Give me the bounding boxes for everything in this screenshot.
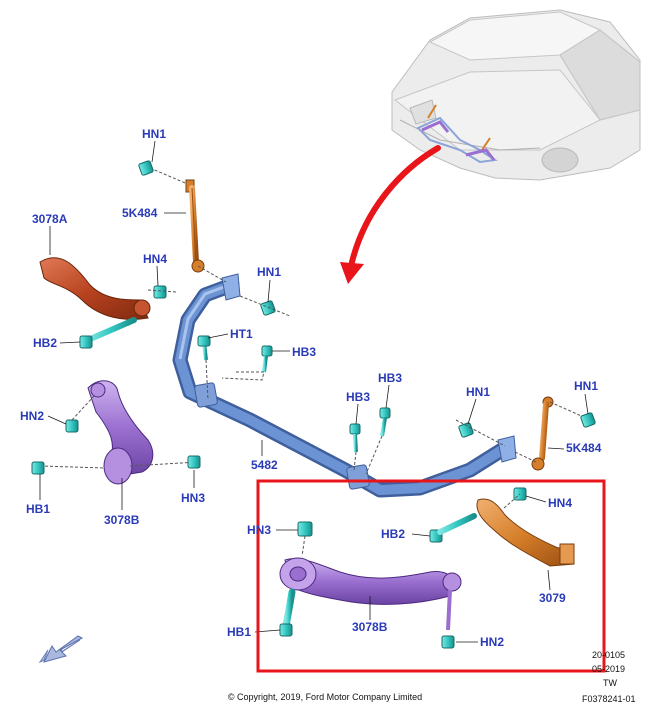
callout-3078a: 3078A	[32, 212, 68, 226]
stabilizer-link-right	[514, 396, 587, 471]
callout-5482: 5482	[251, 458, 278, 472]
highlight-box	[256, 479, 606, 673]
callout-hb2-right: HB2	[381, 527, 406, 541]
callout-hn1-right-a: HN1	[466, 385, 491, 399]
callout-hb3-mid: HB3	[346, 390, 371, 404]
upper-arm-3079	[476, 498, 575, 567]
callout-hb2-left: HB2	[33, 336, 58, 350]
red-pointer-arrow	[340, 145, 441, 284]
fastener-nut-hn2-box	[441, 635, 455, 649]
copyright-notice: © Copyright, 2019, Ford Motor Company Li…	[227, 692, 423, 702]
upper-arm-3078a	[39, 257, 151, 320]
callout-3079: 3079	[539, 591, 566, 605]
leader-lines	[39, 140, 589, 643]
fastener-nut-hn2-left	[65, 395, 95, 433]
fastener-nut-hn1-top	[138, 160, 154, 176]
callout-hn3-left: HN3	[181, 491, 206, 505]
fastener-nut-hn3-left	[187, 455, 201, 469]
callout-hb3-right: HB3	[378, 371, 403, 385]
fastener-bolt-hb2-right	[429, 513, 477, 543]
callout-hn1-top: HN1	[142, 127, 167, 141]
fastener-bolt-hb1-left	[31, 461, 100, 475]
callout-5k484-left: 5K484	[122, 206, 158, 220]
doc-code-line1: 20-0105	[592, 650, 626, 660]
stabilizer-bar	[172, 273, 517, 498]
fastener-bolt-hb1-box	[279, 588, 296, 637]
fastener-nut-hn4-left	[147, 285, 177, 299]
fastener-ht1	[197, 335, 211, 401]
callout-hn4-right: HN4	[548, 496, 573, 510]
callout-hn1-right-b: HN1	[574, 379, 599, 393]
callout-hn2-box: HN2	[480, 635, 505, 649]
fastener-nut-hn1-right-a	[455, 419, 506, 447]
callout-hn4-left: HN4	[143, 252, 168, 266]
fastener-bolt-hb3-mid	[349, 423, 361, 471]
fastener-bolt-hb3-right	[365, 407, 391, 475]
callout-ht1: HT1	[230, 327, 253, 341]
lower-arm-3078b-box	[279, 557, 462, 631]
fastener-bolt-hb3-left	[221, 345, 273, 381]
callout-hb1-box: HB1	[227, 625, 252, 639]
fastener-nut-hn3-box	[297, 521, 313, 557]
fastener-bolt-hb2-left	[79, 317, 137, 349]
callout-3078b-box: 3078B	[352, 620, 388, 634]
fastener-nut-hn4-right	[503, 487, 527, 509]
figure-id: F0378241-01	[582, 694, 636, 704]
arrow-down-left-icon	[38, 635, 84, 664]
callout-5k484-right: 5K484	[566, 441, 602, 455]
stabilizer-link-left	[149, 167, 227, 283]
fastener-nut-hn1-right-b	[580, 412, 596, 428]
callout-hn1-mid: HN1	[257, 265, 282, 279]
doc-code-line2: 05-2019	[592, 664, 626, 674]
vehicle-illustration	[391, 9, 641, 181]
callout-3078b-left: 3078B	[104, 513, 140, 527]
callout-hb1-left: HB1	[26, 502, 51, 516]
doc-code-line3: TW	[603, 678, 617, 688]
fastener-nut-hn1-mid	[239, 295, 291, 317]
callout-hn3-box: HN3	[247, 523, 272, 537]
lower-arm-3078b-left	[39, 380, 199, 485]
callout-hn2-left: HN2	[20, 409, 45, 423]
callout-hb3-left: HB3	[292, 345, 317, 359]
